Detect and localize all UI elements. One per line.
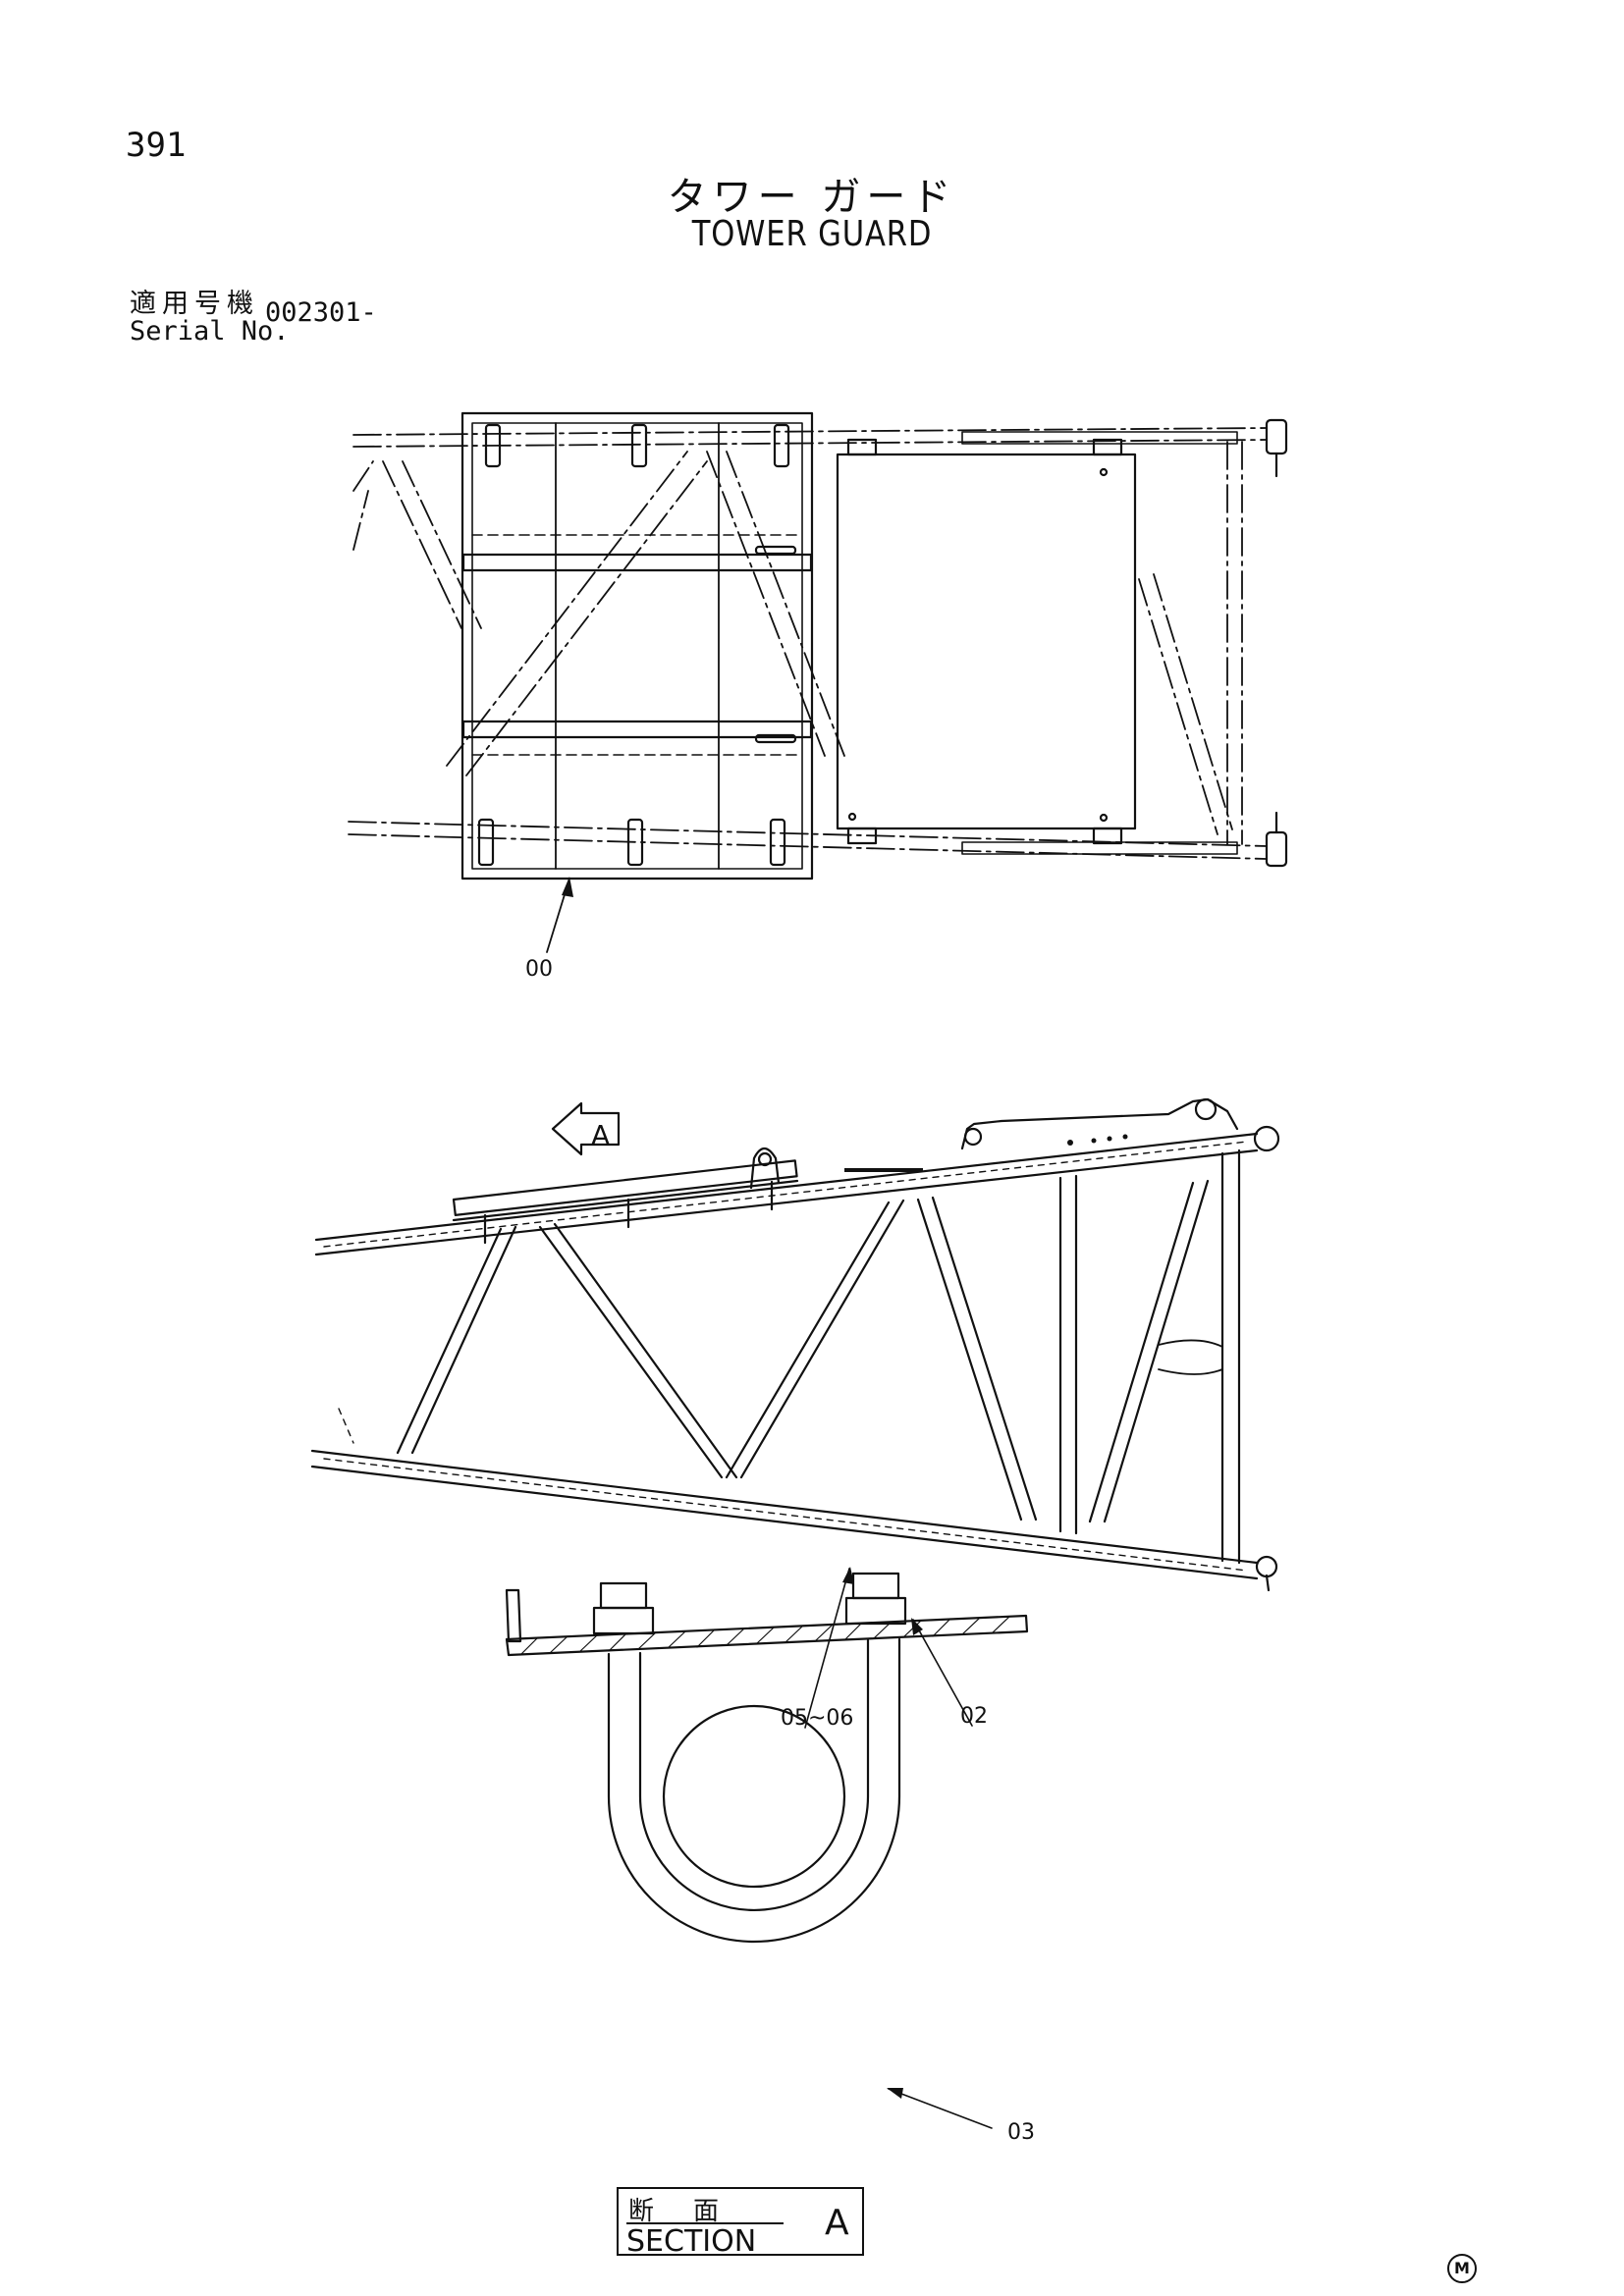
section-label-box: 断面 SECTION A bbox=[617, 2187, 864, 2259]
section-a-view bbox=[505, 1567, 1029, 2129]
side-view bbox=[310, 1097, 1280, 1592]
serial-label-english: Serial No. bbox=[130, 316, 290, 347]
callout-00: 00 bbox=[525, 957, 553, 982]
section-label-letter: A bbox=[825, 2203, 849, 2243]
circled-m-mark: M bbox=[1447, 2254, 1477, 2283]
page-number: 391 bbox=[126, 126, 187, 165]
top-view bbox=[348, 411, 1288, 953]
callout-05-06: 05~06 bbox=[781, 1706, 854, 1731]
section-label-english: SECTION bbox=[626, 2222, 784, 2259]
serial-label-japanese: 適用号機 bbox=[130, 289, 259, 319]
section-label-japanese: 断面 bbox=[628, 2197, 759, 2226]
title-japanese: タワー ガード bbox=[667, 175, 957, 220]
serial-number-value: 002301- bbox=[265, 297, 377, 328]
callout-02: 02 bbox=[960, 1704, 988, 1729]
title-english: TOWER GUARD bbox=[691, 214, 933, 254]
view-arrow-label: A bbox=[591, 1119, 611, 1151]
callout-03: 03 bbox=[1007, 2120, 1035, 2145]
